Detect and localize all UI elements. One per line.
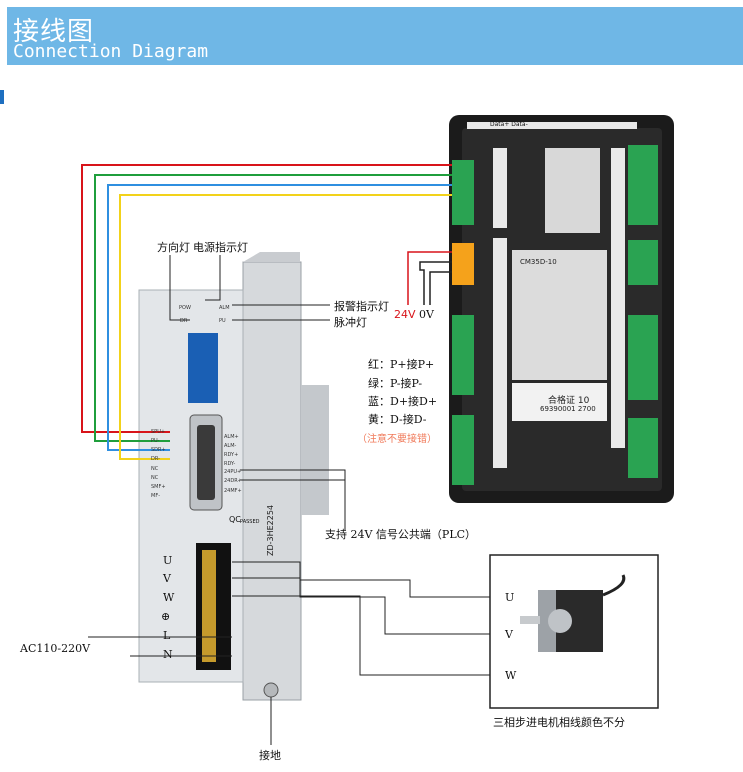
- power-wires: [407, 251, 452, 305]
- pin-spu-plus: SPU+: [151, 429, 166, 435]
- pin-mf-minus: MF-: [151, 493, 160, 499]
- wiring-green-label: 绿：P-接P-: [368, 377, 423, 390]
- pin-pu-minus: PU-: [151, 438, 160, 444]
- motor-w-label: W: [505, 669, 517, 682]
- pin-smf-plus: SMF+: [151, 484, 166, 490]
- wiring-red-label: 红：P+接P+: [368, 358, 435, 371]
- driver-model-label: ZD-3HE2254: [266, 504, 275, 556]
- ac-input-label: AC110-220V: [20, 642, 91, 655]
- terminal-v-label: V: [163, 572, 171, 585]
- power-0v-label: 0V: [419, 308, 434, 321]
- page-subtitle: Connection Diagram: [13, 41, 209, 62]
- pulse-light-label: 脉冲灯: [334, 316, 367, 329]
- terminal-l-label: L: [163, 629, 171, 642]
- wiring-blue-label: 蓝：D+接D+: [368, 395, 438, 408]
- motor-v-label: V: [505, 628, 513, 641]
- pin-sdr-plus: SDR+: [151, 447, 166, 453]
- header-banner: 接线图 Connection Diagram: [7, 7, 743, 65]
- controller-cert-label: 合格证 10: [548, 396, 590, 406]
- page-title: 接线图: [13, 17, 95, 47]
- pin-rdy-minus: RDY-: [224, 461, 236, 467]
- wiring-yellow-label: 黄：D-接D-: [368, 413, 427, 426]
- motor-u-label: U: [505, 591, 515, 604]
- terminal-ground-label: ⊕: [161, 610, 171, 623]
- header-accent-bar: [0, 90, 4, 104]
- motion-controller: [449, 115, 674, 503]
- pin-nc-1: NC: [151, 466, 159, 472]
- power-light-label: 电源指示灯: [193, 241, 248, 254]
- controller-model-label: CM35D-10: [520, 258, 557, 266]
- pin-24mf-plus: 24MF+: [224, 488, 242, 494]
- led-pow-label: POW: [179, 305, 191, 311]
- pin-24pu-plus: 24PU+: [224, 469, 242, 475]
- pin-alm-minus: ALM-: [224, 443, 237, 449]
- signal-wires: [81, 164, 452, 460]
- terminal-w-label: W: [163, 591, 175, 604]
- callout-lines: [88, 255, 490, 745]
- power-24v-label: 24V: [394, 308, 416, 321]
- stepper-motor-panel: [489, 554, 659, 709]
- pin-rdy-plus: RDY+: [224, 452, 239, 458]
- controller-serial-label: 69390001 2700: [540, 405, 596, 413]
- led-alm-label: ALM: [219, 305, 230, 311]
- ground-label: 接地: [259, 749, 281, 762]
- qc-label: QC: [229, 515, 241, 524]
- direction-light-label: 方向灯: [157, 241, 190, 254]
- alarm-light-label: 报警指示灯: [334, 300, 389, 313]
- led-dr-label: DR: [180, 318, 188, 324]
- qc-passed-label: PASSED: [240, 519, 260, 525]
- plc-common-label: 支持 24V 信号公共端（PLC）: [325, 528, 477, 541]
- wiring-note-label: （注意不要接错）: [357, 434, 437, 445]
- pin-dr-minus: DR-: [151, 456, 160, 462]
- pin-nc-2: NC: [151, 475, 159, 481]
- led-pu-label: PU: [219, 318, 226, 324]
- terminal-u-label: U: [163, 554, 173, 567]
- terminal-n-label: N: [163, 648, 173, 661]
- pin-alm-plus: ALM+: [224, 434, 239, 440]
- stepper-driver: [138, 252, 329, 701]
- controller-data-label: Data+ Data-: [490, 121, 528, 128]
- motor-caption: 三相步进电机相线颜色不分: [493, 716, 625, 729]
- pin-24dr-plus: 24DR+: [224, 478, 242, 484]
